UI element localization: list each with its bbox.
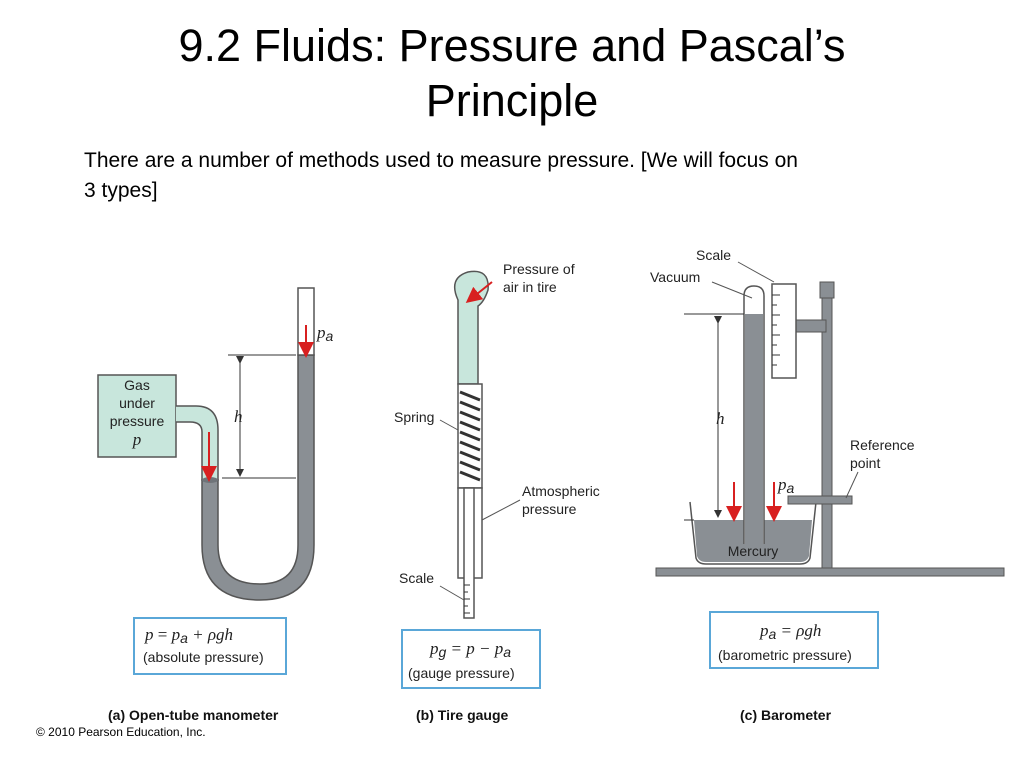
- tire-gauge-equation-box: [401, 629, 541, 689]
- atm-leader: [481, 499, 521, 521]
- barometer-pa-label: pa: [777, 475, 795, 496]
- scale-label-b: Scale: [399, 570, 434, 586]
- air-label-1: Pressure of: [503, 261, 575, 277]
- vacuum-leader: [711, 281, 753, 299]
- reference-pointer: [787, 495, 853, 505]
- barometer-caption: (c) Barometer: [740, 707, 832, 723]
- reference-leader: [845, 471, 859, 499]
- spring-label: Spring: [394, 409, 434, 425]
- manometer-equation-box: [133, 617, 287, 675]
- barometer-equation-caption: (barometric pressure): [718, 647, 852, 663]
- atm-label-1: Atmospheric: [522, 483, 600, 499]
- reference-label-1: Reference: [850, 437, 915, 453]
- tire-gauge-equation: pg = p − pa: [429, 639, 511, 660]
- gauge-scale-stem: [463, 487, 475, 619]
- spring-coils: [459, 390, 481, 482]
- u-tube-mercury: [201, 354, 315, 601]
- stand-knob: [819, 281, 835, 299]
- body-line-1: There are a number of methods used to me…: [84, 149, 798, 172]
- manometer-h-label: h: [234, 407, 243, 426]
- mercury-label: Mercury: [728, 543, 779, 559]
- vacuum-label: Vacuum: [650, 269, 700, 285]
- gas-symbol: p: [132, 430, 142, 449]
- scale-leader-b: [439, 585, 465, 601]
- barometer-scale: [771, 283, 797, 379]
- spring-leader: [439, 419, 459, 431]
- air-label-2: air in tire: [503, 279, 557, 295]
- tube-mercury-column: [745, 314, 763, 544]
- manometer-caption: (a) Open-tube manometer: [108, 707, 279, 723]
- reference-label-2: point: [850, 455, 880, 471]
- gas-label-3: pressure: [110, 413, 165, 429]
- barometer-scale-ticks: [772, 294, 780, 366]
- title-line-1: 9.2 Fluids: Pressure and Pascal’s: [178, 20, 846, 71]
- barometer-equation-box: [709, 611, 879, 669]
- tire-gauge-equation-caption: (gauge pressure): [408, 665, 515, 681]
- manometer-pa-label: pa: [316, 323, 334, 344]
- tire-gauge-caption: (b) Tire gauge: [416, 707, 509, 723]
- gas-label-2: under: [119, 395, 155, 411]
- manometer-diagram: Gas under pressure p pa h p = pa + ρgh (…: [97, 287, 334, 723]
- scale-label-c: Scale: [696, 247, 731, 263]
- slide-title: 9.2 Fluids: Pressure and Pascal’s Princi…: [60, 18, 964, 128]
- stand-pole: [821, 295, 833, 569]
- gas-container: [97, 374, 177, 458]
- gauge-scale-ticks: [464, 584, 470, 614]
- scale-leader-c: [737, 261, 775, 283]
- gas-label-1: Gas: [124, 377, 150, 393]
- barometer-diagram: Scale Vacuum h Reference point pa Mercur…: [650, 247, 1005, 723]
- connector-tube: [176, 405, 219, 481]
- mercury-surface-left: [202, 477, 218, 483]
- barometer-equation: pa = ρgh: [759, 621, 821, 642]
- title-line-2: Principle: [425, 75, 599, 126]
- tire-gauge-diagram: Pressure of air in tire Spring Atmospher…: [394, 261, 600, 723]
- barometer-h-label: h: [716, 409, 725, 428]
- manometer-equation-caption: (absolute pressure): [143, 649, 264, 665]
- atm-label-2: pressure: [522, 501, 577, 517]
- manometer-equation: p = pa + ρgh: [144, 625, 233, 646]
- copyright-notice: © 2010 Pearson Education, Inc.: [36, 725, 206, 739]
- stand-clamp: [795, 319, 827, 333]
- air-pressure-arrow: [465, 281, 493, 303]
- barometer-base: [655, 567, 1005, 577]
- slide-body-text: There are a number of methods used to me…: [84, 146, 964, 206]
- body-line-2: 3 types]: [84, 179, 158, 202]
